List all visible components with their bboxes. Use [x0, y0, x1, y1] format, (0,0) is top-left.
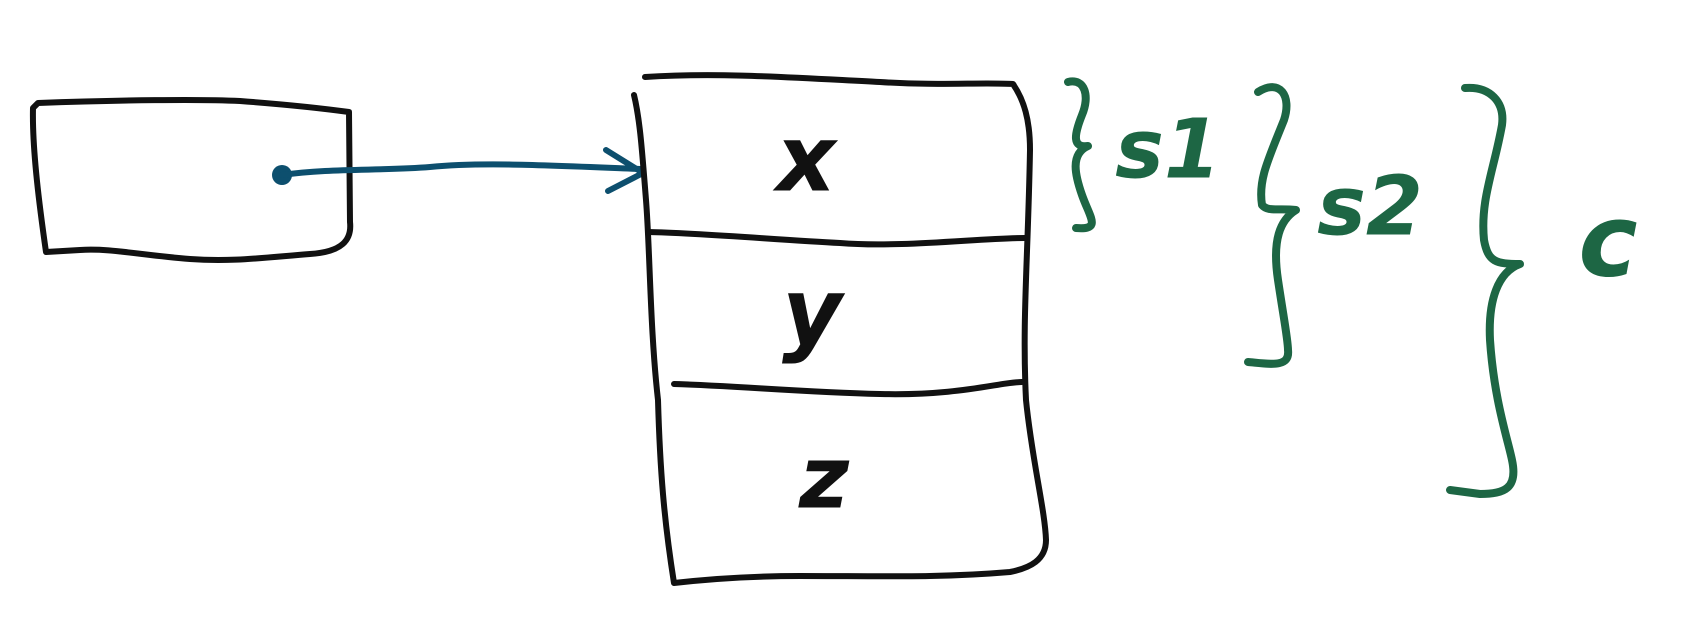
brace-label: s2 — [1317, 159, 1423, 254]
brace-label: s1 — [1115, 102, 1221, 197]
pointer-arrow-line — [279, 161, 643, 178]
stack-cell-label: z — [798, 428, 850, 528]
stack-cell-label: x — [772, 105, 838, 212]
stack-divider — [645, 229, 1028, 248]
brace-c — [1446, 83, 1524, 498]
stack-divider — [671, 379, 1025, 398]
brace-s1 — [1064, 77, 1096, 233]
stack-outline — [631, 72, 1049, 586]
pointer-box — [29, 96, 354, 264]
stack-cell-label: y — [782, 258, 846, 365]
brace-s2 — [1244, 83, 1300, 368]
brace-label: c — [1578, 182, 1637, 299]
